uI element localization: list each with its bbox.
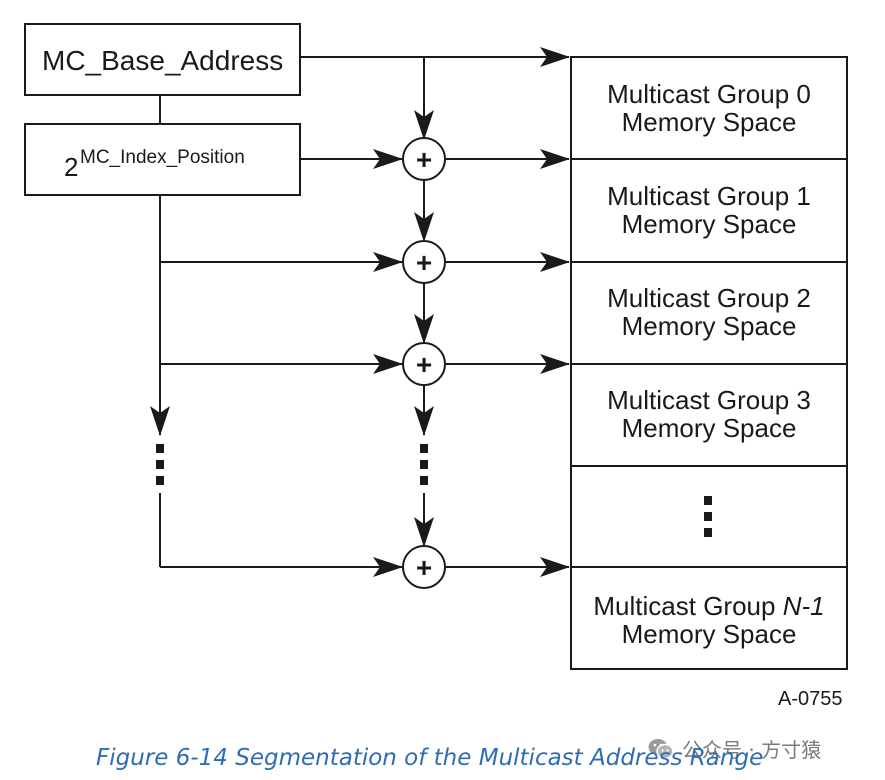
memory-ellipsis-dot-3	[704, 528, 712, 537]
mid-ellipsis-dot-1	[420, 444, 428, 453]
watermark: 公众号 · 方寸猿	[648, 734, 821, 763]
left-ellipsis-dot-3	[156, 476, 164, 485]
figure-id-label: A-0755	[778, 688, 843, 710]
adder-circle-last	[402, 545, 446, 589]
adder-plus-3: +	[416, 349, 432, 380]
adder-circle-2	[402, 240, 446, 284]
memory-group-last-label: Multicast Group N-1 Memory Space	[593, 591, 825, 649]
index-position-box: 2 MC_Index_Position	[24, 123, 301, 196]
adder-plus-last: +	[416, 552, 432, 583]
adder-plus-1: +	[416, 144, 432, 175]
base-address-box: MC_Base_Address	[24, 23, 301, 96]
memory-group-0-label: Multicast Group 0 Memory Space	[607, 79, 811, 137]
wechat-icon	[648, 738, 674, 759]
left-ellipsis-dot-1	[156, 444, 164, 453]
mid-ellipsis-dot-3	[420, 476, 428, 485]
memory-ellipsis-dot-1	[704, 496, 712, 505]
adder-plus-2: +	[416, 247, 432, 278]
adder-circle-3	[402, 342, 446, 386]
memory-ellipsis-dot-2	[704, 512, 712, 521]
memory-group-3-label: Multicast Group 3 Memory Space	[607, 385, 811, 443]
index-base-label: 2	[64, 152, 79, 182]
index-exponent-label: MC_Index_Position	[80, 147, 245, 168]
figure-caption: Figure 6-14 Segmentation of the Multicas…	[96, 745, 764, 771]
base-address-label: MC_Base_Address	[42, 45, 284, 76]
watermark-text: 公众号 · 方寸猿	[682, 738, 822, 762]
memory-group-2-label: Multicast Group 2 Memory Space	[607, 283, 811, 341]
adder-circle-1	[402, 137, 446, 181]
memory-group-1-label: Multicast Group 1 Memory Space	[607, 181, 811, 239]
mid-ellipsis-dot-2	[420, 460, 428, 469]
left-ellipsis-dot-2	[156, 460, 164, 469]
